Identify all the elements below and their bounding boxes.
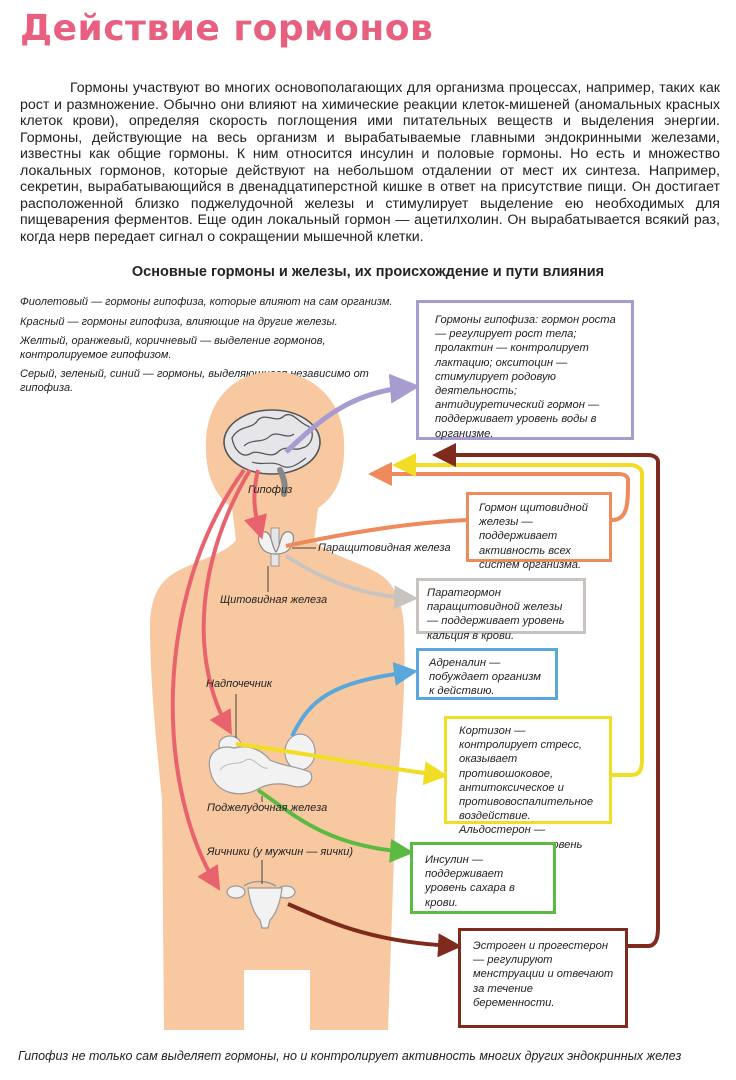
violet-arrow <box>284 373 420 454</box>
diagram-subtitle: Основные гормоны и железы, их происхожде… <box>131 264 605 280</box>
orange-arrow-thyroid <box>285 462 630 548</box>
brain-icon <box>223 409 321 497</box>
red-arrow-to-ovaries <box>170 468 246 891</box>
label-ovaries: Яичники (у мужчин — яички) <box>207 846 354 858</box>
label-pancreas: Поджелудочная железа <box>207 802 328 814</box>
box-cortisone: Кортизон — контролирует стресс, оказывае… <box>444 716 612 865</box>
blue-arrow-adrenaline <box>290 662 418 737</box>
box-pituitary-hormones: Гормоны гипофиза: гормон роста — регулир… <box>416 300 634 440</box>
yellow-feedback-line <box>392 453 644 777</box>
red-arrow-to-adrenal <box>201 468 252 735</box>
footer-caption: Гипофиз не только сам выделяет гормоны, … <box>18 1049 682 1063</box>
box-adrenaline: Адреналин — побуждает организм к действи… <box>416 648 558 700</box>
legend-red: Красный — гормоны гипофиза, влияющие на … <box>20 315 338 328</box>
yellow-arrow-adrenal <box>235 742 448 786</box>
page-title: Действие гормонов <box>20 8 434 49</box>
gray-arrow-parathyroid <box>284 554 418 610</box>
legend-violet: Фиолетовый — гормоны гипофиза, которые в… <box>20 296 393 308</box>
label-adrenal: Надпочечник <box>206 678 273 690</box>
intro-paragraph: Гормоны участвуют во многих основополага… <box>20 80 720 245</box>
red-arrow-to-thyroid <box>243 469 267 540</box>
ovaries-icon <box>226 880 296 929</box>
label-thyroid: Щитовидная железа <box>220 594 328 606</box>
label-pituitary: Гипофиз <box>248 484 293 496</box>
legend-yellow-orange-brown: Желтый, оранжевый, коричневый — выделени… <box>20 335 326 361</box>
green-arrow-insulin <box>256 788 414 863</box>
brown-feedback-line <box>432 443 660 948</box>
thyroid-icon <box>257 527 295 567</box>
box-insulin: Инсулин — поддерживает уровень сахара в … <box>410 842 556 914</box>
box-estrogen: Эстроген и прогестерон — регулируют менс… <box>458 928 628 1028</box>
box-thyroid-hormone: Гормон щитовидной железы — поддерживает … <box>466 492 612 571</box>
brown-arrow-ovaries <box>287 902 462 958</box>
label-parathyroid: Паращитовидная железа <box>318 542 451 554</box>
box-parathyroid-hormone: Паратгормон паращитовидной железы — подд… <box>416 578 586 642</box>
